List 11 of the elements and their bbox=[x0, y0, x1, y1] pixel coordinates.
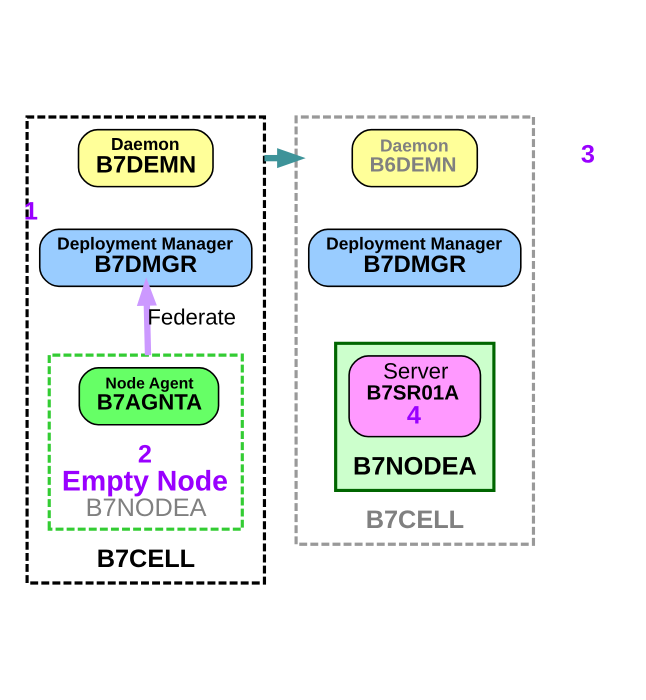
node-box: Deployment Manager B7DMGR bbox=[38, 228, 253, 288]
arrow bbox=[136, 277, 157, 356]
arrow bbox=[264, 148, 306, 168]
node-box: Deployment Manager B7DMGR bbox=[308, 228, 522, 288]
node-box: Node Agent B7AGNTA bbox=[78, 367, 220, 426]
node-box: Server B7SR01A 4 bbox=[348, 355, 482, 438]
edge-label: Federate bbox=[147, 304, 236, 330]
label: 3 bbox=[580, 140, 596, 169]
node-box: Daemon B7DEMN bbox=[78, 128, 214, 188]
node-box: Daemon B6DEMN bbox=[351, 128, 478, 188]
node-label: 1 bbox=[24, 198, 38, 226]
